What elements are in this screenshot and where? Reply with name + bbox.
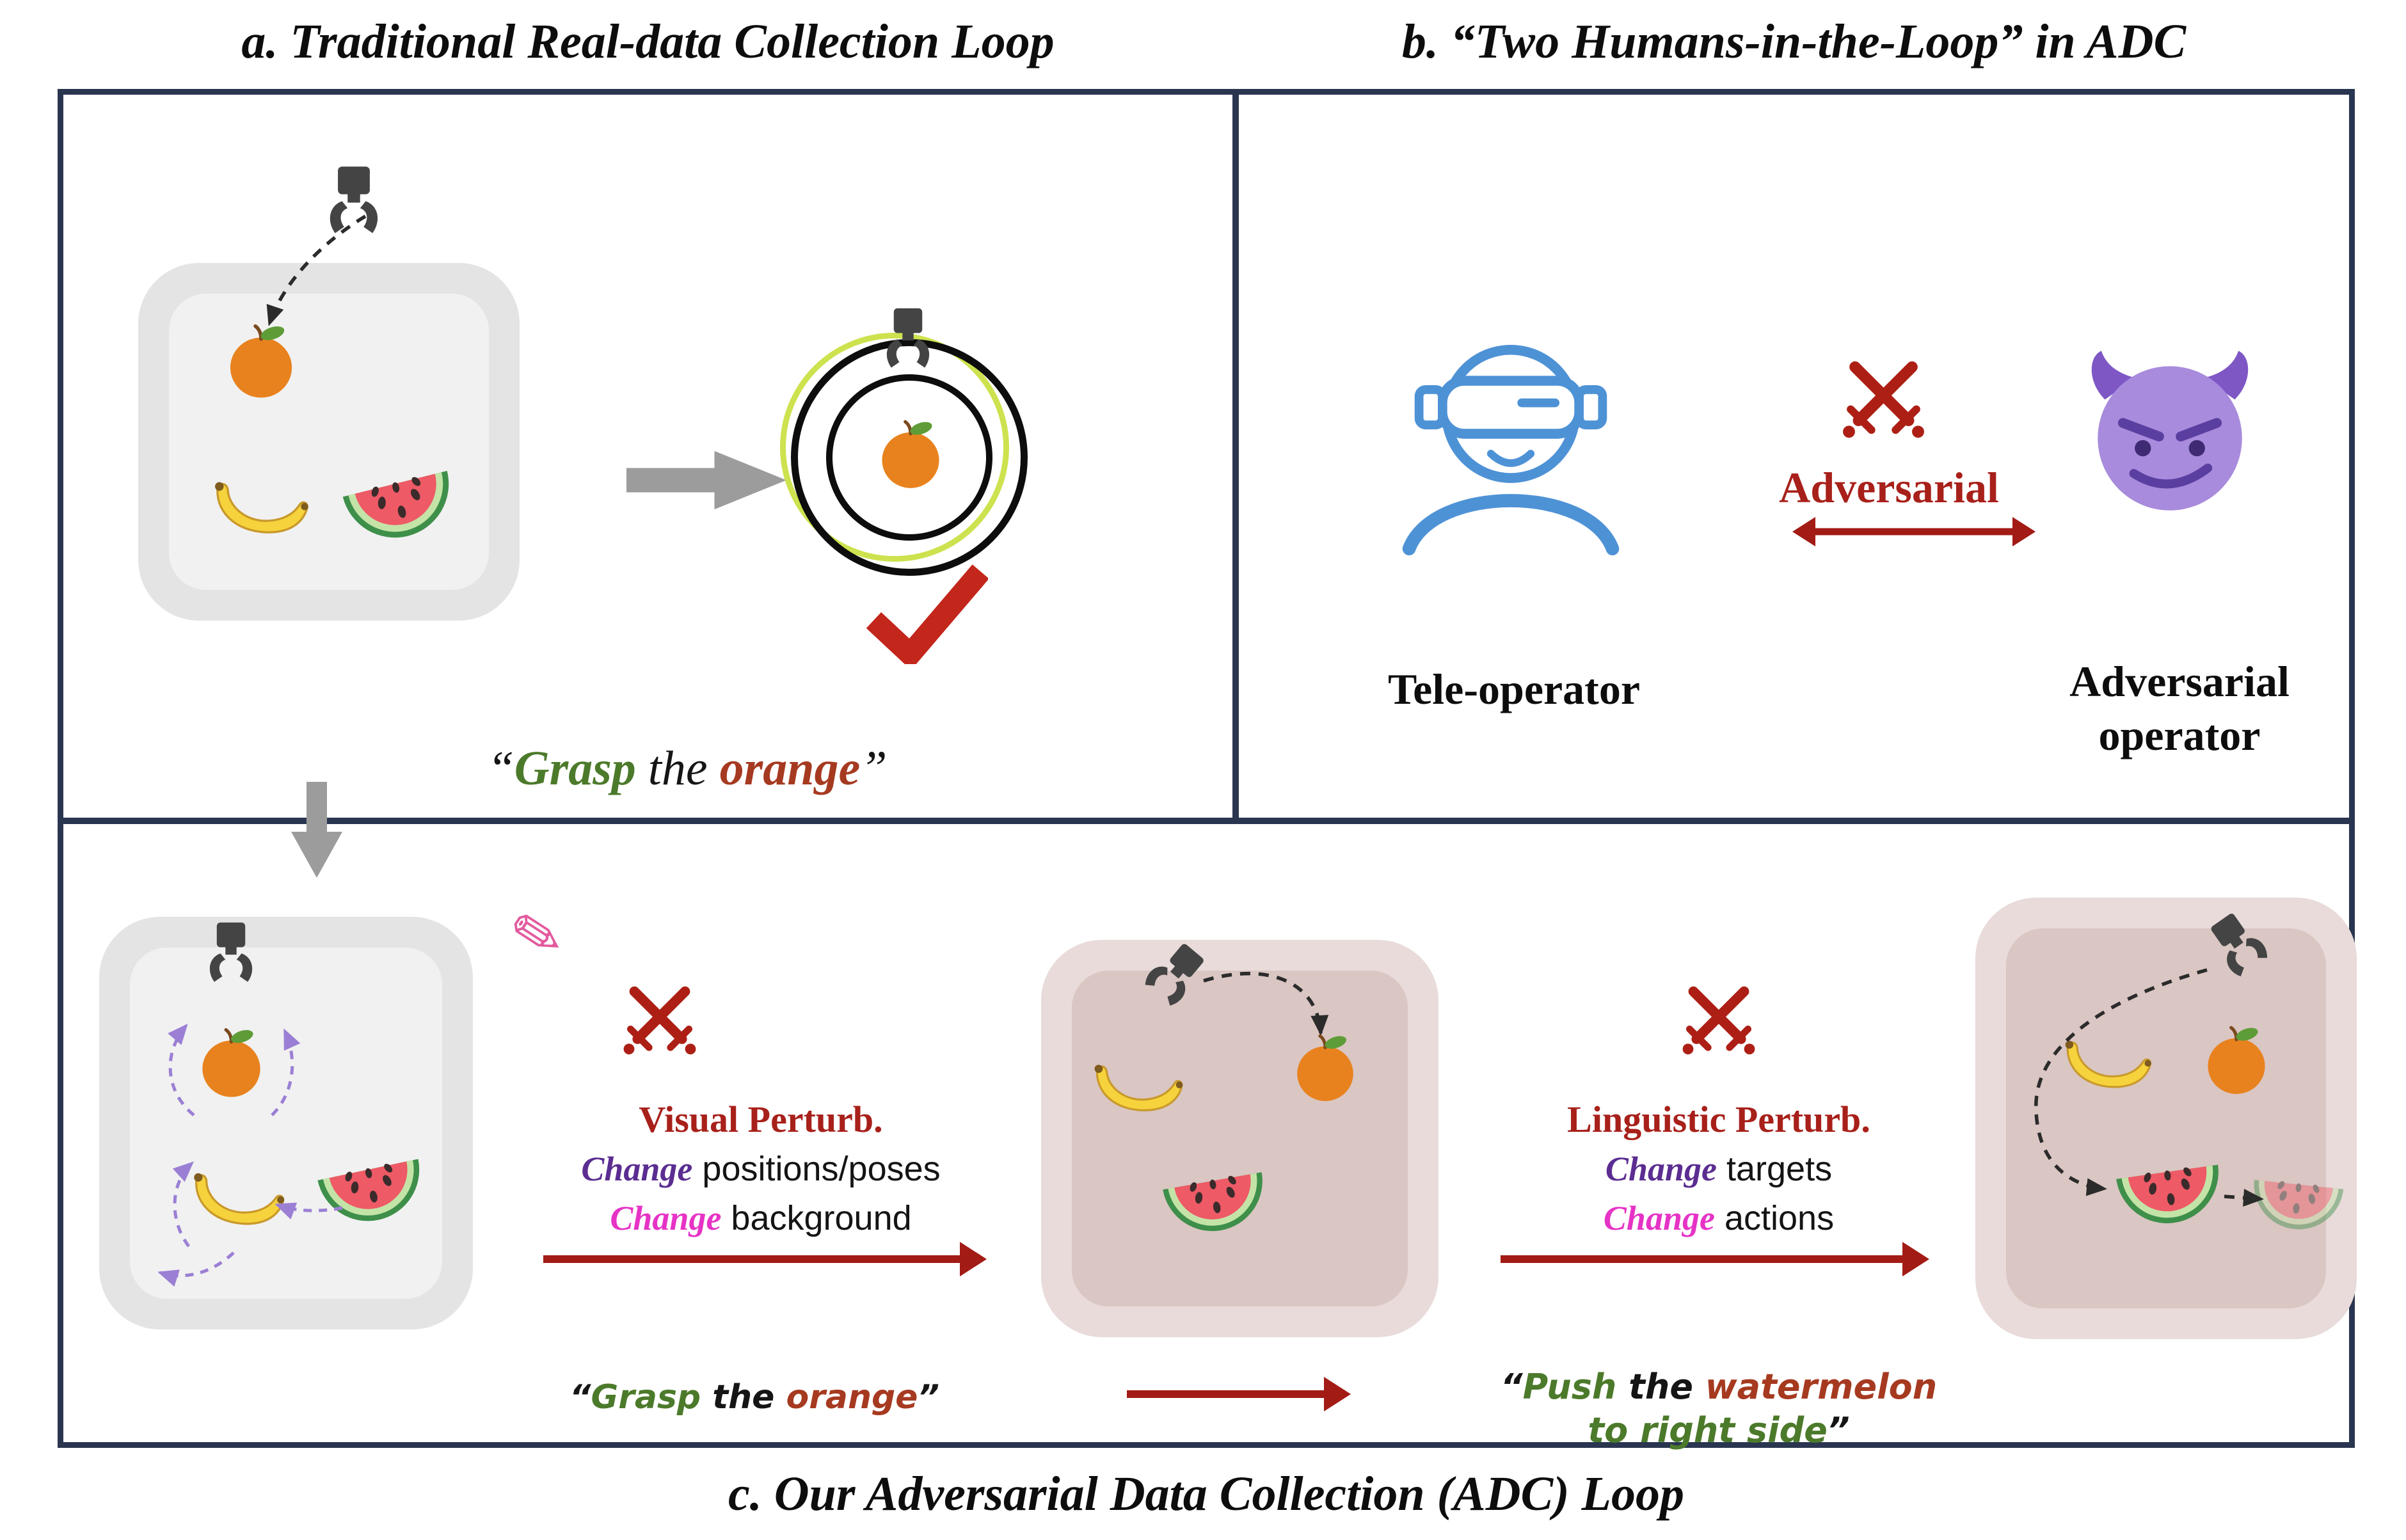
loop-arrow — [1127, 1376, 1351, 1412]
adversary-label-line2: operator — [2098, 711, 2261, 759]
change-word: Change — [1603, 1199, 1715, 1237]
panel-a: “Grasp the orange” — [58, 89, 1238, 823]
quote-close: ” — [860, 742, 888, 795]
crossed-swords-icon — [1840, 356, 1927, 442]
arrowhead-right — [1324, 1377, 1351, 1411]
tray-surface — [130, 948, 442, 1299]
visual-perturb-arrow — [543, 1241, 987, 1277]
verb-grasp: Grasp — [514, 742, 636, 795]
visual-perturb-line1: Change positions/poses — [415, 1149, 1106, 1189]
verb-grasp: Grasp — [591, 1378, 701, 1417]
quote-close: ” — [918, 1378, 939, 1417]
line-rest: positions/poses — [692, 1150, 941, 1188]
linguistic-perturb-line1: Change targets — [1399, 1149, 2039, 1189]
tray-a — [138, 263, 520, 621]
checkmark-icon — [866, 562, 988, 664]
change-word: Change — [1605, 1150, 1717, 1188]
right-arrow-icon — [626, 450, 786, 510]
teleoperator-icon — [1389, 306, 1632, 562]
devil-icon — [2071, 338, 2269, 530]
dashed-arrow-gripper-to-orange — [266, 214, 367, 326]
arrowhead-right — [2012, 517, 2036, 546]
dashed-arrow-gripper-to-orange — [1203, 971, 1329, 1036]
arrow-shaft — [543, 1255, 964, 1263]
push-instruction-caption-line1: “Push the watermelon — [1399, 1367, 2039, 1407]
perturbation-arrows-purple — [157, 1023, 343, 1287]
grasp-instruction-caption: “Grasp the orange” — [143, 741, 1231, 797]
arrowhead-right — [1902, 1242, 1929, 1276]
object-watermelon: watermelon — [1705, 1367, 1938, 1407]
change-word: Change — [610, 1199, 722, 1237]
banana-icon — [206, 461, 316, 546]
panel-c: ✎ Visual Perturb. Change positions/poses… — [58, 818, 2357, 1450]
quote-close: ” — [1827, 1410, 1850, 1450]
linguistic-perturb-heading: Linguistic Perturb. — [1567, 1099, 1870, 1140]
target-ring-outer — [791, 339, 1028, 576]
arrowhead-right — [960, 1242, 987, 1276]
tray-surface — [1072, 971, 1408, 1306]
caption-mid: the — [1616, 1367, 1705, 1407]
orange-icon — [225, 322, 297, 401]
arrow-shaft — [1127, 1390, 1328, 1398]
caption-mid: the — [701, 1378, 786, 1417]
tray-c-result — [1975, 898, 2357, 1339]
tray-surface — [2006, 928, 2326, 1308]
panel-b-title: b. “Two Humans-in-the-Loop” in ADC — [1401, 15, 2187, 68]
panel-c-title: c. Our Adversarial Data Collection (ADC)… — [728, 1467, 1684, 1521]
visual-perturb-line2: Change background — [415, 1198, 1106, 1238]
gripper-icon — [876, 306, 940, 380]
line-rest: background — [721, 1199, 912, 1237]
adversary-label-line1: Adversarial — [2069, 657, 2290, 706]
line-rest: targets — [1716, 1150, 1833, 1188]
line-rest: actions — [1714, 1199, 1835, 1237]
panel-b: Tele-operator Adversarial Adversarial op… — [1233, 89, 2355, 823]
double-arrow-icon — [1792, 514, 2036, 550]
caption-mid: the — [635, 742, 720, 795]
object-orange: orange — [786, 1378, 918, 1417]
teleoperator-label: Tele-operator — [1387, 665, 1641, 713]
quote-open: “ — [487, 742, 514, 795]
object-orange: orange — [719, 742, 861, 795]
arrow-shaft — [1501, 1255, 1906, 1263]
crossed-swords-icon — [621, 981, 698, 1058]
orange-icon — [1293, 1032, 1358, 1104]
push-instruction-caption-line2: to right side” — [1399, 1410, 2039, 1450]
change-word: Change — [581, 1150, 693, 1188]
tray-a-surface — [169, 294, 489, 590]
linguistic-perturb-arrow — [1501, 1241, 1929, 1277]
linguistic-perturb-line2: Change actions — [1399, 1198, 2039, 1238]
quote-open: “ — [570, 1378, 591, 1417]
push-direction: to right side — [1588, 1410, 1828, 1450]
arrow-shaft — [1812, 528, 2016, 536]
orange-icon — [877, 418, 944, 491]
quote-open: “ — [1500, 1367, 1523, 1407]
dashed-push-arrows — [2034, 968, 2264, 1207]
verb-push: Push — [1522, 1367, 1617, 1407]
gripper-icon — [318, 164, 390, 247]
tray-c-perturbed — [1041, 940, 1438, 1337]
crossed-swords-icon — [1680, 981, 1757, 1058]
adversarial-label: Adversarial — [1779, 463, 1999, 512]
grasp-instruction-caption: “Grasp the orange” — [409, 1378, 1100, 1417]
visual-perturb-heading: Visual Perturb. — [639, 1099, 883, 1140]
tray-c-original — [99, 917, 473, 1330]
panel-a-title: a. Traditional Real-data Collection Loop — [241, 15, 1055, 68]
target-ring-inner — [826, 374, 992, 541]
pencil-edit-icon: ✎ — [504, 894, 570, 976]
